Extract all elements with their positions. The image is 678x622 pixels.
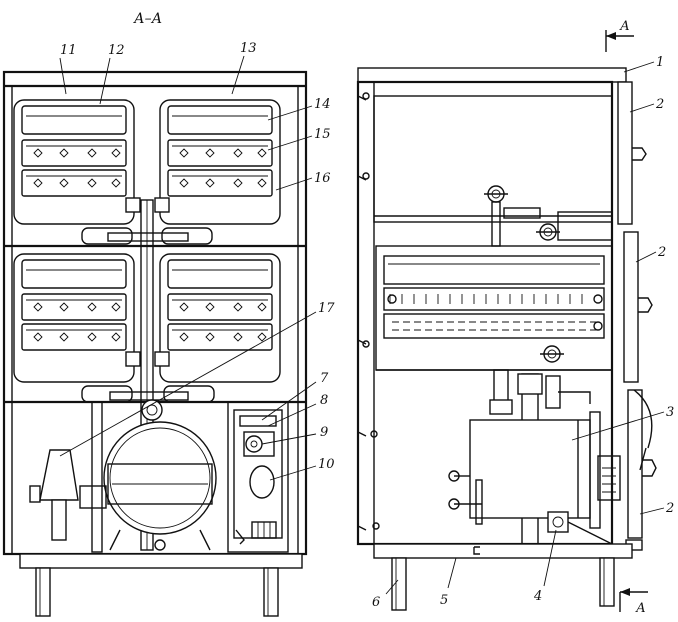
callout-17: 17 <box>318 301 335 316</box>
leg <box>263 567 279 617</box>
chamber-lower-right <box>159 253 281 383</box>
section-mark-top: А <box>619 19 630 34</box>
top-plate <box>357 67 627 83</box>
chamber-upper-left <box>13 99 135 225</box>
callout-9: 9 <box>320 425 328 440</box>
callout-2-upper: 2 <box>655 97 664 112</box>
callout-2-middle: 2 <box>657 245 666 260</box>
boiler-left <box>103 421 217 551</box>
chamber-upper-right <box>159 99 281 225</box>
leg <box>599 557 615 607</box>
callouts-right: 1 2 2 3 2 4 5 6 <box>372 55 674 610</box>
callout-11: 11 <box>60 43 77 58</box>
side-view: А <box>356 19 674 616</box>
side-base <box>373 543 633 559</box>
callout-6: 6 <box>372 595 380 610</box>
steam-piping <box>81 197 215 553</box>
section-title: А–А <box>133 11 162 27</box>
pressure-valve <box>29 449 107 541</box>
door-lower <box>627 389 643 539</box>
upper-chamber <box>373 95 613 223</box>
callout-16: 16 <box>314 171 331 186</box>
chamber-lower-left <box>13 253 135 383</box>
front-section-view: А–А <box>2 11 335 617</box>
callout-5: 5 <box>440 593 448 608</box>
callout-15: 15 <box>314 127 331 142</box>
leg <box>391 557 407 611</box>
section-mark-bottom: А <box>635 601 646 616</box>
callout-2-lower: 2 <box>665 501 674 516</box>
boiler-right <box>448 369 653 551</box>
callout-1: 1 <box>656 55 664 70</box>
callout-7: 7 <box>320 371 329 386</box>
callout-14: 14 <box>314 97 331 112</box>
door-upper <box>617 81 633 225</box>
callout-12: 12 <box>108 43 125 58</box>
callouts-left: 11 12 13 14 15 16 17 7 8 9 10 <box>59 41 335 481</box>
callout-4: 4 <box>533 589 542 604</box>
base-plate <box>19 553 303 569</box>
callout-3: 3 <box>666 405 674 420</box>
leg <box>35 567 51 617</box>
middle-chamber <box>375 245 613 371</box>
door-middle <box>623 231 639 383</box>
control-panel <box>227 401 289 553</box>
callout-10: 10 <box>318 457 335 472</box>
callout-13: 13 <box>240 41 257 56</box>
callout-8: 8 <box>320 393 328 408</box>
